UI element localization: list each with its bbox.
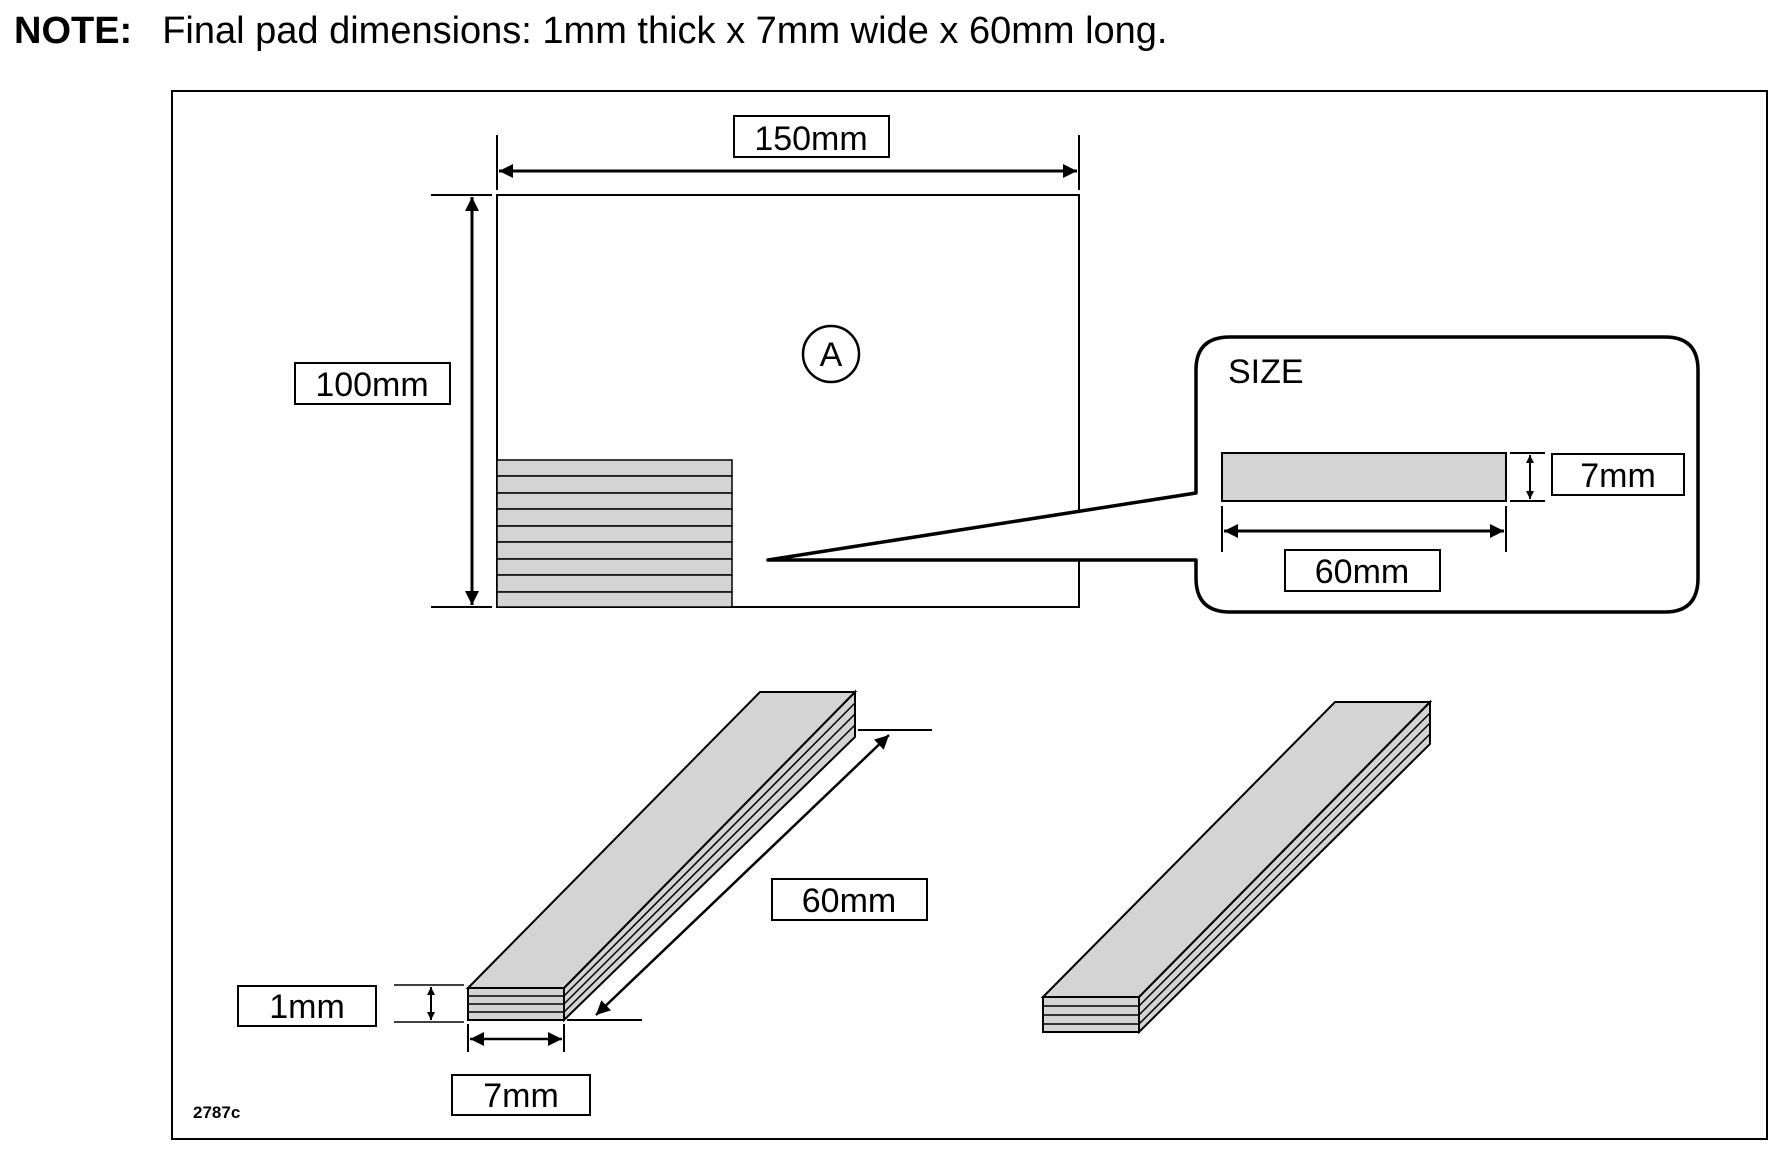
strip (496, 558, 733, 576)
strip (496, 475, 733, 494)
callout-strip (1221, 452, 1507, 502)
pad-left-thickness-label-box (237, 985, 377, 1027)
strip (496, 459, 733, 477)
sheet-width-label-box (733, 115, 890, 158)
size-callout: SIZE 7mm 60mm (766, 335, 1700, 614)
strip (496, 508, 733, 527)
callout-width-label-box (1551, 453, 1685, 496)
strip (496, 492, 733, 510)
note-label: NOTE: (14, 10, 133, 52)
pad-right (1040, 699, 1433, 1035)
pad-left-length-label-box (771, 878, 928, 921)
pad-left-length-arrow (595, 734, 890, 1016)
pad-right-side-layer (1138, 722, 1431, 1016)
note-line: NOTE: Final pad dimensions: 1mm thick x 7… (14, 10, 1167, 53)
note-text: Final pad dimensions: 1mm thick x 7mm wi… (162, 10, 1168, 52)
strip (496, 574, 733, 593)
strip (496, 541, 733, 560)
pad-left-width-label: 7mm (483, 1077, 559, 1115)
sheet-a: 150mm 100mm A (294, 115, 1080, 608)
pad-right-top (1040, 701, 1433, 998)
pad-right-side-layer (1138, 712, 1431, 1007)
pad-left-thickness-label: 1mm (269, 988, 345, 1026)
sheet-height-label-box (294, 362, 451, 405)
pad-left-length-label: 60mm (802, 882, 896, 920)
sheet-width-label: 150mm (754, 120, 867, 158)
figure-frame (171, 90, 1768, 1140)
sheet-marker: A (820, 336, 843, 374)
sheet-marker-circle (801, 324, 861, 384)
callout-length-label: 60mm (1315, 553, 1409, 591)
pad-left-width-label-box (451, 1074, 591, 1116)
callout-length-label-box (1284, 549, 1441, 592)
pad-left-top (465, 691, 858, 989)
strip (496, 591, 733, 608)
callout-title: SIZE (1228, 353, 1304, 391)
callout-width-label: 7mm (1580, 457, 1656, 495)
pad-right-side-layer (1138, 733, 1431, 1025)
figure-id: 2787c (193, 1103, 240, 1122)
sheet-outline (496, 194, 1080, 608)
strip-stack (496, 459, 733, 608)
strip (496, 525, 733, 543)
pad-left: 60mm 1mm 7mm (237, 689, 932, 1116)
sheet-height-label: 100mm (315, 366, 428, 404)
